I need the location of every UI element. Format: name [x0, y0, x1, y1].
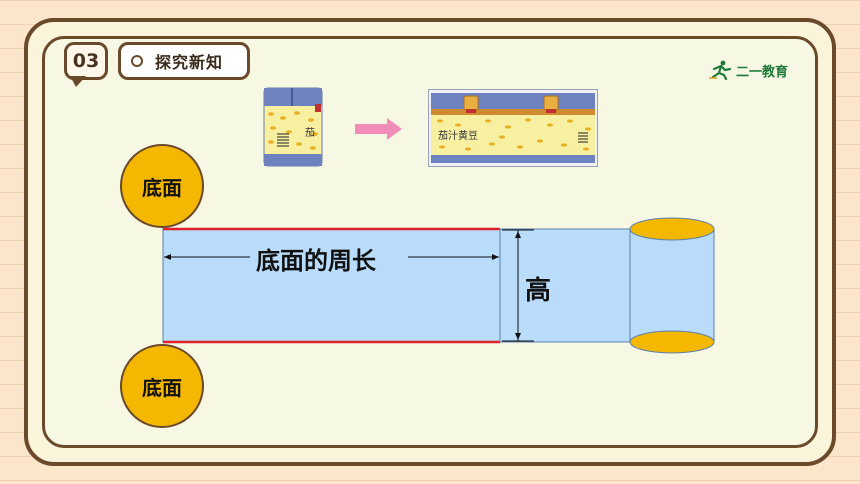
- section-title: 探究新知: [155, 53, 224, 72]
- cylinder-body: [629, 228, 715, 343]
- top-base-circle: 底面: [120, 144, 204, 228]
- cylinder-bottom-base: [629, 330, 715, 354]
- rolling-surface-rect: [499, 228, 631, 343]
- brand-name: 二一教育: [736, 64, 789, 80]
- unrolled-label-picture: 茄汁黄豆: [428, 89, 598, 167]
- brand-logo: 二一教育: [708, 60, 788, 80]
- badge-tail: [70, 76, 86, 87]
- runner-icon: [709, 60, 732, 80]
- height-label: 高: [525, 276, 552, 306]
- can-label: 茄: [305, 126, 315, 139]
- arrowhead-left-icon: [164, 254, 171, 260]
- section-number-badge: 03: [64, 42, 108, 80]
- bottom-base-circle: 底面: [120, 344, 204, 428]
- arrowhead-right-icon: [492, 254, 499, 260]
- arrowhead-down-icon: [515, 333, 521, 340]
- bean-can-picture: 茄: [263, 87, 323, 167]
- arrowhead-up-icon: [515, 231, 521, 238]
- circle-bullet-icon: [131, 55, 143, 67]
- cylinder-top-base: [629, 217, 715, 241]
- bottom-base-label: 底面: [142, 375, 182, 400]
- transform-arrow-icon: [355, 118, 402, 140]
- section-title-pill: 探究新知: [118, 42, 250, 80]
- lateral-surface-rect: [162, 228, 501, 343]
- flat-label-text: 茄汁黄豆: [438, 129, 478, 142]
- top-base-label: 底面: [142, 175, 182, 200]
- circumference-label: 底面的周长: [256, 247, 376, 275]
